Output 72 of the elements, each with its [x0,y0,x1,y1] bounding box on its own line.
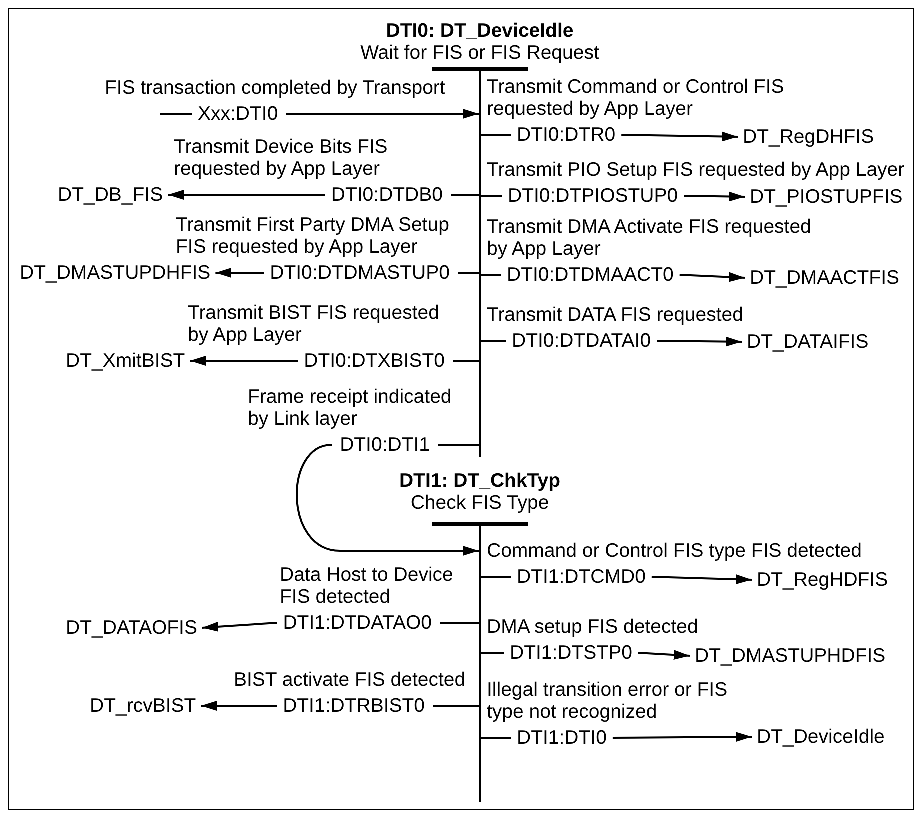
condition-text: BIST activate FIS detected [234,669,467,691]
state-name: DT_DATAOFIS [66,617,198,639]
condition-text: Transmit PIO Setup FIS requested by App Layer [487,159,906,181]
connector-line [451,194,480,196]
state-name: DT_DATAIFIS [747,331,869,353]
transition-name: DTI0:DTDMAACT0 [507,264,674,286]
arrow [168,190,326,200]
state-name: DT_RegHDFIS [757,569,888,591]
arrow [638,650,690,660]
transition-name: DTI0:DTDMASTUP0 [270,262,450,284]
state-name: DT_RegDHFIS [743,126,874,148]
arrow [202,622,278,632]
condition-text: Transmit BIST FIS requested by App Layer [188,302,440,346]
transition-name: DTI1:DTDATAO0 [283,612,432,634]
arrow [612,732,752,742]
connector-line [480,576,511,578]
transition-name: DTI1:DTSTP0 [510,642,632,664]
state-name: DTI0: DT_DeviceIdle [385,20,575,42]
arrow [684,192,746,202]
state-name: DTI1: DT_ChkTyp [398,470,562,492]
connector-line [480,195,502,197]
condition-text: DMA setup FIS detected [487,616,700,638]
transition-name: Xxx:DTI0 [198,103,278,125]
connector-line [480,274,501,276]
transition-name: DTI0:DTDATAI0 [512,330,652,352]
transition-name: DTI1:DTRBIST0 [283,695,425,717]
condition-text: Frame receipt indicated by Link layer [248,386,453,430]
transition-name: DTI0:DTI1 [340,434,430,456]
state-description: Check FIS Type [410,492,550,514]
arrow [622,132,738,142]
state-description: Wait for FIS or FIS Request [360,42,600,64]
state-name: DT_rcvBIST [90,695,196,717]
connector-line [440,622,480,624]
transition-name: DTI1:DTCMD0 [517,566,646,588]
condition-text: Transmit DMA Activate FIS requested by App Layer [487,216,812,260]
connector-line [160,113,192,115]
arrow [680,272,746,282]
condition-text: Illegal transition error or FIS type not recognized [487,679,729,723]
condition-text: Transmit Device Bits FIS requested by App Layer [174,136,389,180]
transition-name: DTI0:DTXBIST0 [304,350,445,372]
transition-name: DTI0:DTPIOSTUP0 [508,185,678,207]
condition-text: Data Host to Device FIS detected [280,564,454,608]
condition-text: Transmit Command or Control FIS requested by App Layer [487,76,786,120]
condition-text: Transmit First Party DMA Setup FIS requested by App Layer [176,214,450,258]
arrow [190,356,298,366]
arrow [201,701,278,711]
state-name: DT_DMASTUPHDFIS [695,645,886,667]
transition-name: DTI0:DTR0 [517,124,616,146]
state-name: DT_PIOSTUPFIS [750,186,903,208]
state-name: DT_DMAACTFIS [750,267,900,289]
connector-line [480,652,504,654]
connector-line [438,444,480,446]
arrow [652,574,752,585]
connector-line [458,272,480,274]
connector-line [480,737,511,739]
transition-name: DTI1:DTI0 [517,727,607,749]
state-name: DT_DeviceIdle [757,726,885,748]
connector-line [480,134,511,136]
condition-text: FIS transaction completed by Transport [105,77,446,99]
transition-name: DTI0:DTDB0 [331,184,443,206]
arrow [216,268,264,278]
arrow [286,109,479,119]
connector-line [480,340,506,342]
condition-text: Transmit DATA FIS requested [487,304,744,326]
connector-line [433,705,480,707]
state-name: DT_DB_FIS [58,184,164,206]
arrow [657,336,742,347]
condition-text: Command or Control FIS type FIS detected [487,540,863,562]
state-name: DT_XmitBIST [66,350,186,372]
arrow [296,444,479,556]
connector-line [453,360,480,362]
state-name: DT_DMASTUPDHFIS [20,262,211,284]
